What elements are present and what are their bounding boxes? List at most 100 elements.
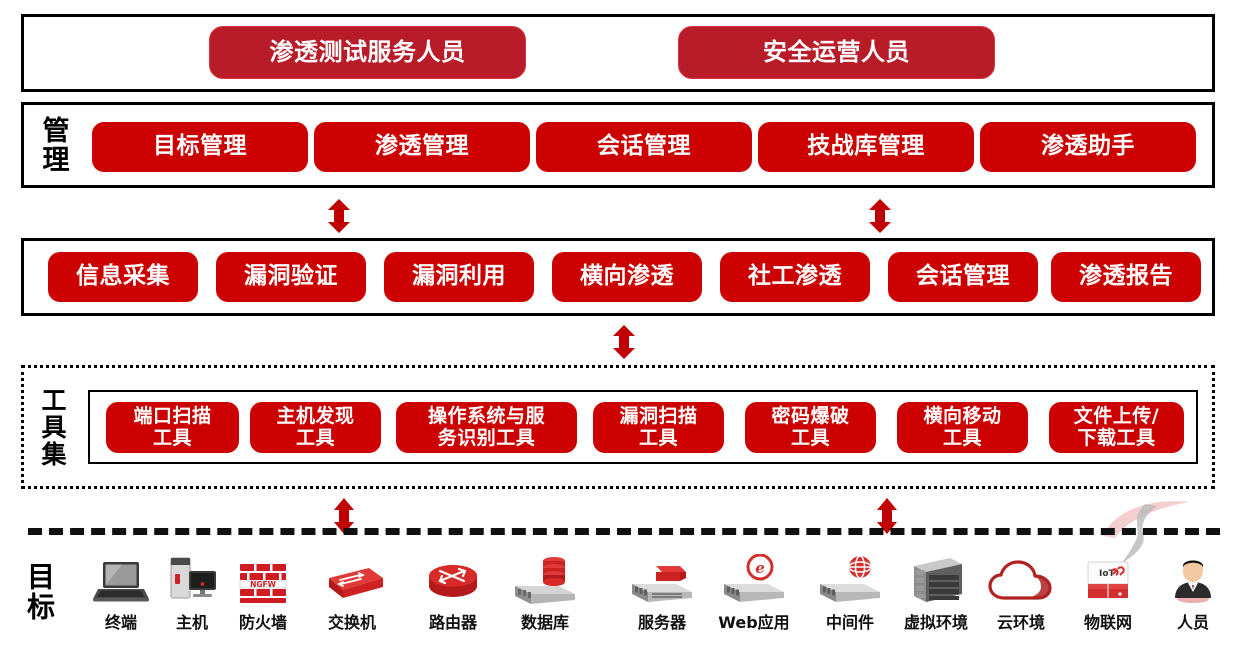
- firewall-icon: NGFW: [234, 552, 292, 604]
- target-item-6-label: 服务器: [637, 613, 686, 632]
- role-card-0-label: 渗透测试服务人员: [269, 38, 466, 67]
- tool-card-4[interactable]: 密码爆破 工具: [745, 402, 876, 453]
- phase-card-1-label: 漏洞验证: [244, 263, 338, 290]
- management-card-2-label: 会话管理: [597, 133, 691, 160]
- tool-card-6[interactable]: 文件上传/ 下载工具: [1049, 402, 1184, 453]
- cloud-icon: [988, 552, 1054, 604]
- tool-card-5-line2: 工具: [942, 426, 982, 449]
- management-side-label: 管理: [28, 110, 78, 180]
- tool-card-3-line1: 漏洞扫描: [619, 405, 698, 428]
- management-card-2[interactable]: 会话管理: [536, 122, 752, 172]
- management-card-4-label: 渗透助手: [1041, 133, 1135, 160]
- management-card-3-label: 技战库管理: [807, 133, 925, 160]
- tool-card-2-line1: 操作系统与服: [427, 405, 545, 428]
- target-item-10-label: 云环境: [996, 613, 1045, 632]
- management-card-0[interactable]: 目标管理: [92, 122, 308, 172]
- target-item-6[interactable]: 服务器: [614, 552, 710, 633]
- target-item-8[interactable]: 中间件: [802, 552, 898, 633]
- arrow-toolset-to-targets-right: [874, 498, 900, 534]
- target-item-0-label: 终端: [104, 613, 137, 632]
- tool-card-4-line2: 工具: [790, 426, 830, 449]
- target-item-5[interactable]: 数据库: [497, 552, 593, 633]
- desktop-pc-icon: [163, 552, 221, 604]
- tool-card-1-line1: 主机发现: [276, 405, 355, 428]
- role-card-1-label: 安全运营人员: [763, 38, 910, 67]
- middleware-icon: [816, 552, 884, 604]
- management-side-label-text: 管理: [37, 116, 69, 174]
- target-item-3[interactable]: 交换机: [304, 552, 400, 633]
- server-icon: [628, 552, 696, 604]
- target-item-12[interactable]: 人员: [1145, 552, 1241, 633]
- management-card-3[interactable]: 技战库管理: [758, 122, 974, 172]
- tool-card-5[interactable]: 横向移动 工具: [897, 402, 1028, 453]
- target-item-12-label: 人员: [1176, 613, 1209, 632]
- target-item-7[interactable]: e Web应用: [706, 552, 802, 633]
- phase-card-6-label: 渗透报告: [1079, 263, 1173, 290]
- target-item-11[interactable]: IoT 物联网: [1060, 552, 1156, 633]
- target-item-1-label: 主机: [175, 613, 208, 632]
- target-item-9[interactable]: 虚拟环境: [888, 552, 984, 633]
- target-item-3-label: 交换机: [327, 613, 376, 632]
- target-item-2-label: 防火墙: [238, 613, 287, 632]
- virtualization-icon: [906, 552, 966, 604]
- phase-card-6[interactable]: 渗透报告: [1051, 252, 1201, 302]
- target-item-8-label: 中间件: [825, 613, 874, 632]
- person-icon: [1168, 552, 1218, 604]
- tool-card-6-line1: 文件上传/: [1073, 405, 1160, 428]
- tool-card-0[interactable]: 端口扫描 工具: [106, 402, 239, 453]
- tool-card-2-line2: 务识别工具: [437, 426, 536, 449]
- tool-card-1-line2: 工具: [295, 426, 335, 449]
- web-app-icon: e: [720, 552, 788, 604]
- arrow-management-to-phases-left: [325, 199, 353, 233]
- tool-card-5-line1: 横向移动: [923, 405, 1002, 428]
- phase-card-2[interactable]: 漏洞利用: [384, 252, 534, 302]
- target-item-10[interactable]: 云环境: [973, 552, 1069, 633]
- toolset-side-label-text: 工具集: [38, 386, 67, 468]
- tool-card-1[interactable]: 主机发现 工具: [250, 402, 381, 453]
- roles-row-frame: [21, 14, 1215, 92]
- tool-card-2[interactable]: 操作系统与服 务识别工具: [396, 402, 577, 453]
- tool-card-6-line2: 下载工具: [1077, 426, 1156, 449]
- phase-card-3[interactable]: 横向渗透: [552, 252, 702, 302]
- target-item-7-label: Web应用: [718, 613, 790, 632]
- phase-card-4[interactable]: 社工渗透: [720, 252, 870, 302]
- laptop-icon: [92, 552, 150, 604]
- switch-icon: [319, 552, 385, 604]
- target-boundary-dashed-line: [28, 528, 1220, 535]
- phase-card-5[interactable]: 会话管理: [888, 252, 1038, 302]
- target-item-4[interactable]: 路由器: [405, 552, 501, 633]
- svg-text:IoT: IoT: [1099, 569, 1116, 579]
- iot-icon: IoT: [1080, 552, 1136, 604]
- tool-card-4-line1: 密码爆破: [771, 405, 850, 428]
- target-item-9-label: 虚拟环境: [903, 613, 968, 632]
- targets-side-label-text: 目标: [23, 562, 56, 622]
- router-icon: [423, 552, 483, 604]
- target-item-11-label: 物联网: [1083, 613, 1132, 632]
- management-card-0-label: 目标管理: [153, 133, 247, 160]
- arrow-management-to-phases-right: [866, 199, 894, 233]
- management-card-1-label: 渗透管理: [375, 133, 469, 160]
- role-card-1[interactable]: 安全运营人员: [678, 26, 995, 79]
- target-item-1[interactable]: 主机: [144, 552, 240, 633]
- arrow-phases-to-toolset: [610, 325, 638, 359]
- target-item-4-label: 路由器: [428, 613, 477, 632]
- target-item-2[interactable]: NGFW 防火墙: [215, 552, 311, 633]
- targets-side-label: 目标: [18, 556, 60, 628]
- target-item-5-label: 数据库: [520, 613, 569, 632]
- tool-card-3-line2: 工具: [638, 426, 678, 449]
- phase-card-4-label: 社工渗透: [748, 263, 842, 290]
- management-card-1[interactable]: 渗透管理: [314, 122, 530, 172]
- svg-text:e: e: [755, 559, 765, 577]
- role-card-0[interactable]: 渗透测试服务人员: [209, 26, 526, 79]
- tool-card-0-line2: 工具: [152, 426, 192, 449]
- toolset-side-label: 工具集: [30, 375, 74, 479]
- phase-card-1[interactable]: 漏洞验证: [216, 252, 366, 302]
- management-card-4[interactable]: 渗透助手: [980, 122, 1196, 172]
- svg-text:NGFW: NGFW: [250, 580, 277, 589]
- target-item-0[interactable]: 终端: [73, 552, 169, 633]
- tool-card-3[interactable]: 漏洞扫描 工具: [593, 402, 724, 453]
- arrow-toolset-to-targets-left: [331, 498, 357, 534]
- phase-card-0[interactable]: 信息采集: [48, 252, 198, 302]
- phase-card-2-label: 漏洞利用: [412, 263, 506, 290]
